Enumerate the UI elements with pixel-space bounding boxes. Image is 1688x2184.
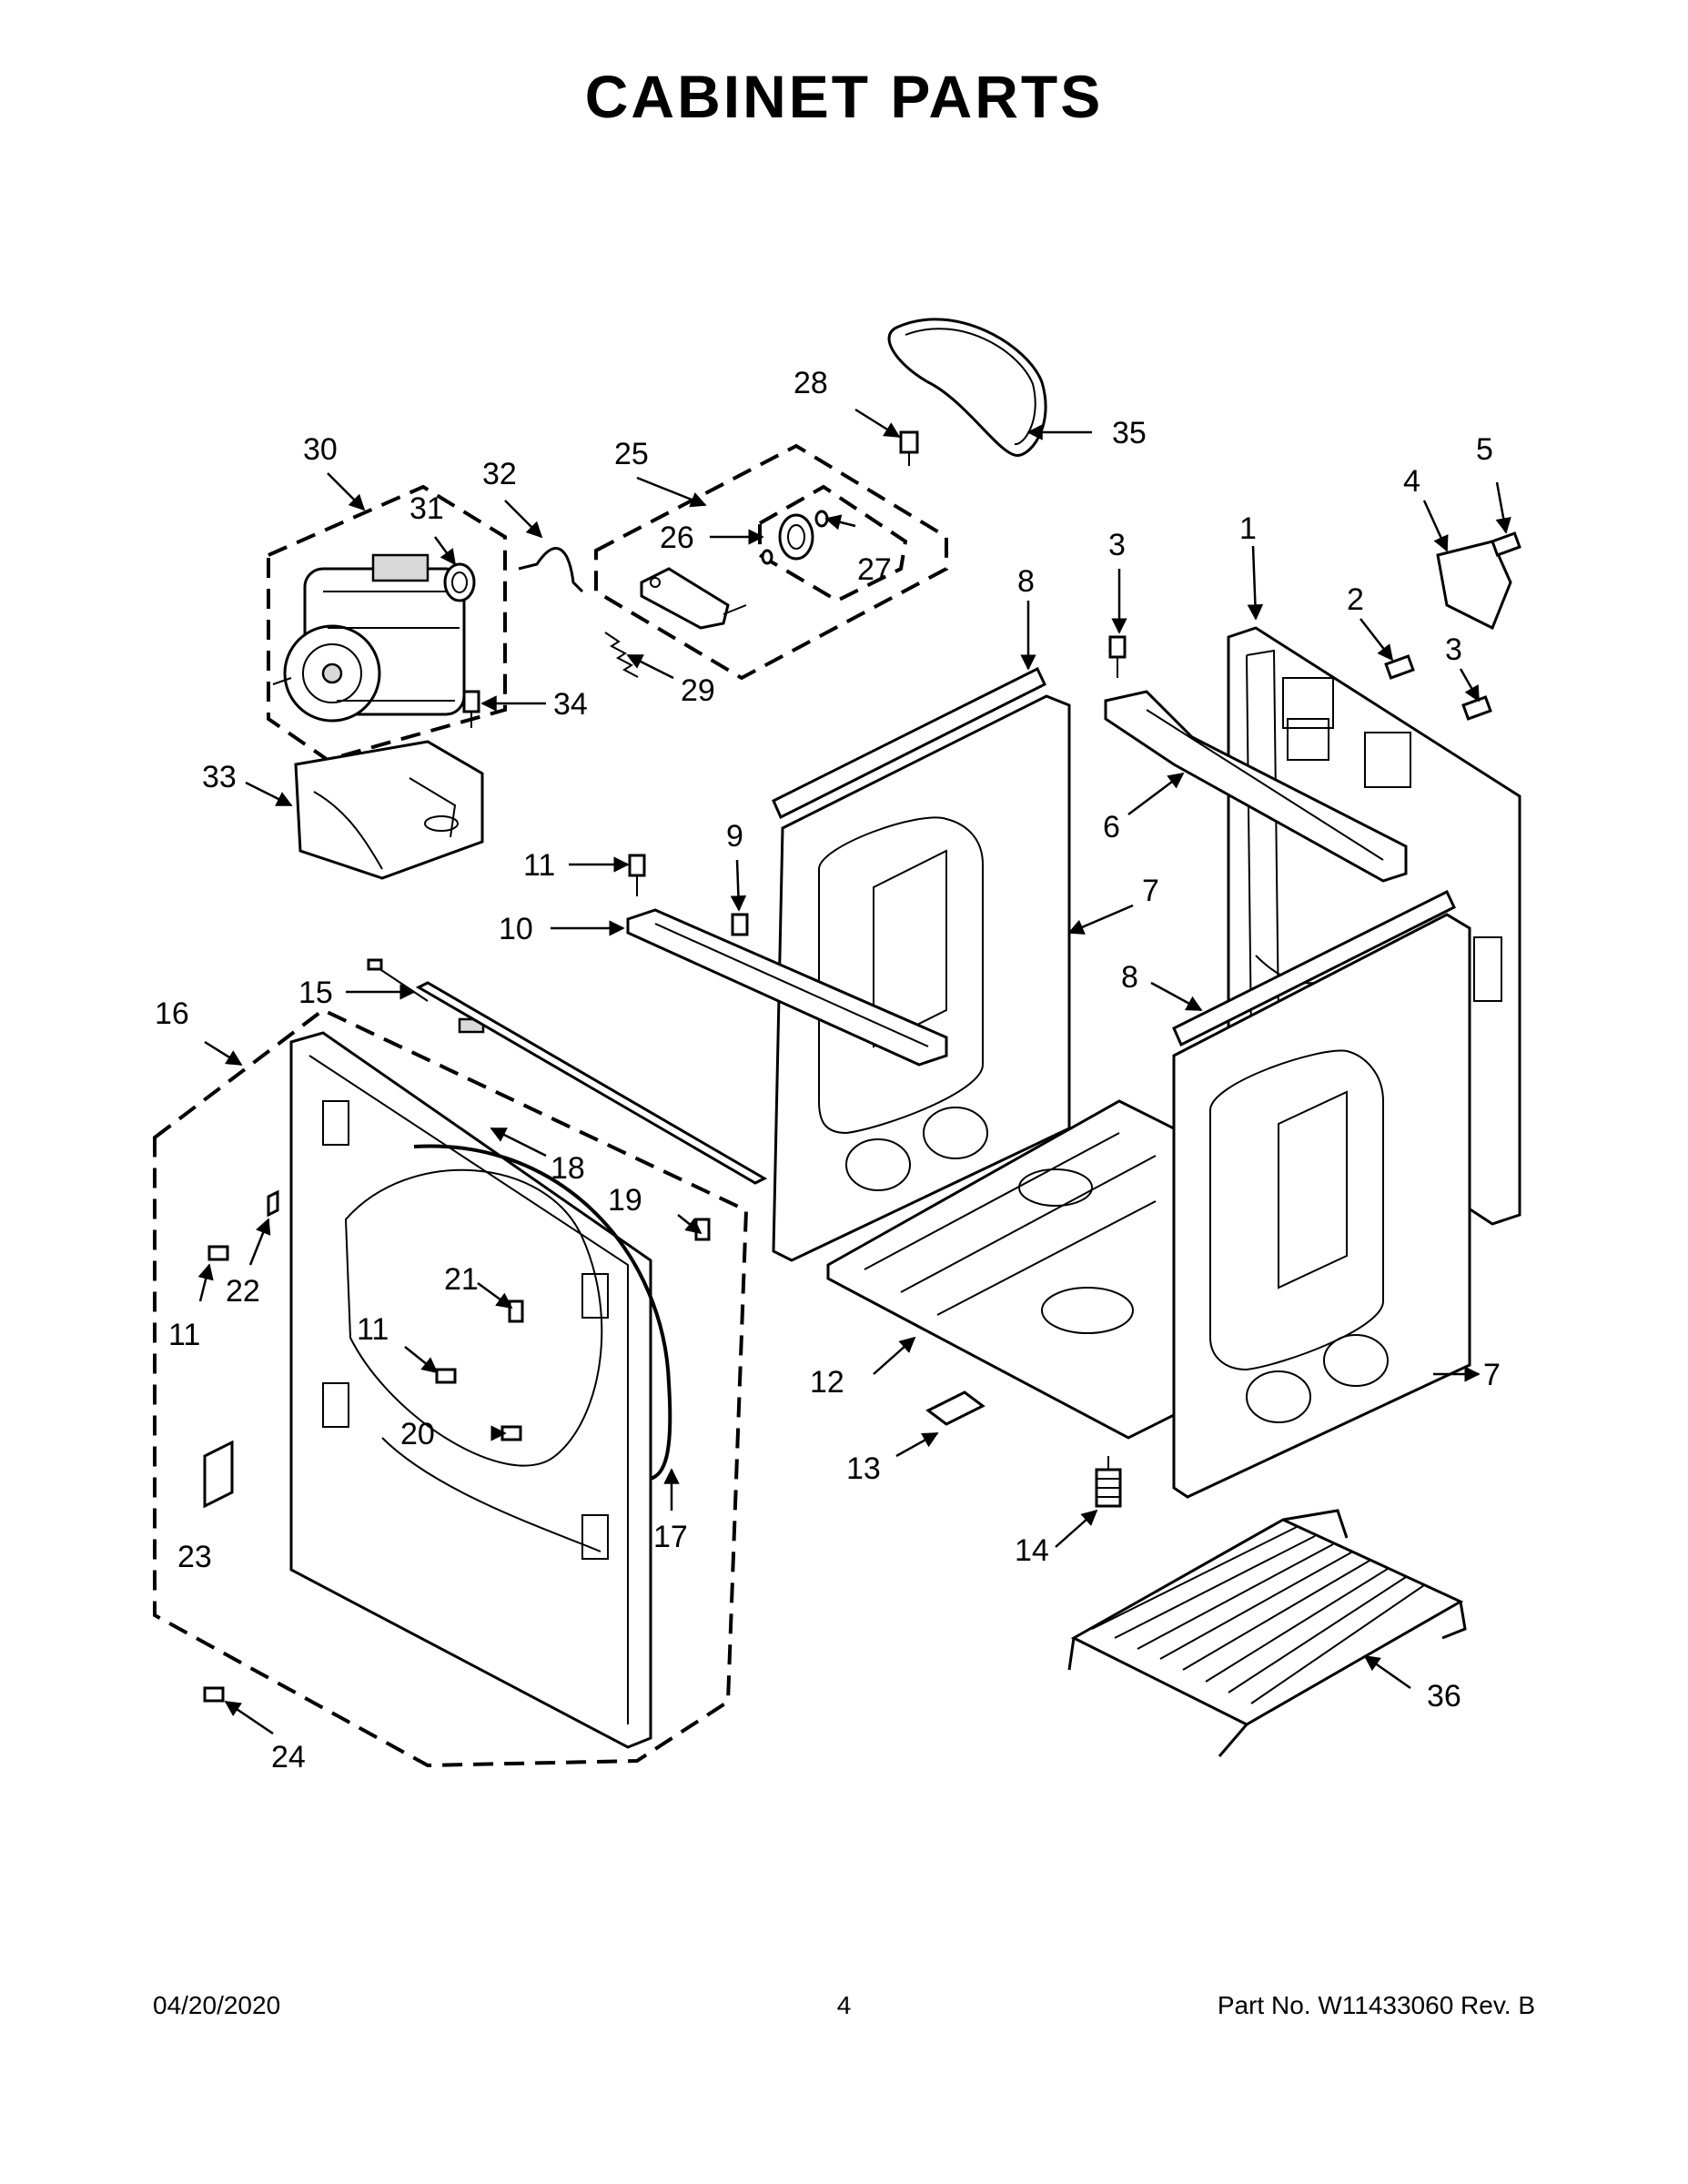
callout-14: 14 [1015, 1533, 1049, 1568]
drying-rack [1067, 1509, 1467, 1757]
callout-19: 19 [608, 1183, 642, 1218]
callout-21: 21 [444, 1262, 479, 1297]
callout-32: 32 [482, 457, 517, 491]
motor-assembly-group [267, 484, 584, 880]
idler-pulley [778, 513, 814, 561]
callout-16: 16 [155, 996, 189, 1031]
idler-pulley-dashed-outline [758, 484, 908, 603]
bottom-screw-24 [203, 1686, 225, 1703]
callout-7-left: 7 [1142, 874, 1159, 908]
leader-lines [197, 408, 1511, 1735]
callout-2: 2 [1347, 582, 1364, 617]
callout-5: 5 [1476, 432, 1493, 467]
crossbrace-screw-11 [628, 854, 646, 896]
callout-26: 26 [660, 521, 694, 555]
cabinet-base [826, 1099, 1176, 1440]
footer-page-number: 4 [836, 1991, 852, 2019]
front-top-rail [415, 981, 768, 1185]
callout-7-right: 7 [1483, 1358, 1501, 1392]
callout-8-right: 8 [1121, 960, 1138, 995]
callout-3-brace: 3 [1108, 528, 1126, 562]
footer-date: 04/20/2020 [153, 1991, 281, 2019]
callout-1: 1 [1239, 511, 1257, 546]
callout-12: 12 [810, 1365, 844, 1400]
idler-assembly-dashed-outline [594, 443, 948, 681]
callout-30: 30 [303, 432, 338, 467]
front-crossbrace [626, 908, 948, 1067]
callout-11-panel: 11 [357, 1312, 389, 1347]
front-panel-dashed-outline [153, 1007, 749, 1768]
motor-mount-bracket [294, 740, 484, 880]
callout-29: 29 [681, 673, 715, 708]
callout-36: 36 [1427, 1679, 1461, 1714]
top-strip-right [1172, 889, 1456, 1047]
callout-15: 15 [298, 976, 333, 1010]
lamp-clip [267, 1189, 279, 1218]
terminal-block-cover [1436, 540, 1512, 631]
page-title: CABINET PARTS [584, 63, 1104, 130]
front-panel-screw-11b [435, 1368, 457, 1384]
callout-27: 27 [857, 552, 892, 587]
drive-belt [887, 318, 1047, 457]
callout-31: 31 [409, 491, 444, 526]
rear-panel-screw-2 [1384, 654, 1415, 680]
callout-28: 28 [793, 366, 828, 400]
leveling-leg [1095, 1456, 1122, 1508]
top-strip-left [772, 666, 1046, 820]
base-glide [925, 1390, 986, 1426]
callout-33: 33 [202, 760, 237, 794]
front-panel [289, 1031, 652, 1749]
callout-6: 6 [1103, 810, 1120, 844]
mount-screw [462, 690, 480, 728]
callout-9: 9 [726, 819, 743, 854]
motor-pulley [443, 562, 476, 602]
model-label [203, 1440, 234, 1509]
rear-panel-screw-3 [1461, 695, 1492, 721]
callout-35: 35 [1112, 416, 1147, 450]
callout-34: 34 [553, 687, 588, 722]
door-catch [508, 1299, 524, 1323]
idler-assembly-group [594, 430, 948, 681]
front-panel-screw-11 [207, 1245, 229, 1261]
idler-spring [604, 632, 639, 678]
crossbrace-screw-9 [731, 913, 749, 936]
callout-24: 24 [271, 1740, 306, 1774]
idler-shaft-screw [899, 430, 919, 466]
callout-18: 18 [551, 1151, 585, 1186]
callout-17: 17 [653, 1520, 688, 1554]
callout-13: 13 [846, 1451, 881, 1486]
callout-labels: 1 2 3 3 5 4 6 7 7 8 8 9 10 11 11 11 12 1… [155, 366, 1501, 1774]
callout-20: 20 [400, 1417, 435, 1451]
door-switch-harness [367, 958, 485, 1034]
callout-11-brace: 11 [523, 848, 555, 883]
idler-clip [761, 510, 829, 565]
motor-assembly-dashed-outline [267, 484, 507, 763]
callout-25: 25 [614, 437, 649, 471]
footer-part-number: Part No. W11433060 Rev. B [1217, 1991, 1535, 2019]
door-seal [413, 1144, 672, 1481]
callout-11-side: 11 [168, 1318, 200, 1352]
crossbrace-screw-3 [1108, 635, 1127, 678]
side-panel-right [1172, 913, 1471, 1499]
callout-10: 10 [499, 912, 533, 946]
callout-4: 4 [1403, 464, 1420, 499]
front-panel-group [153, 958, 749, 1768]
callout-23: 23 [177, 1540, 212, 1574]
idler-arm [640, 567, 747, 630]
drive-motor [272, 553, 466, 723]
callout-22: 22 [226, 1274, 260, 1309]
cover-screw-5 [1491, 531, 1521, 557]
top-crossbrace [1104, 690, 1408, 883]
door-strike [694, 1218, 711, 1241]
callout-8-left: 8 [1017, 564, 1035, 599]
motor-clamp [518, 547, 584, 593]
exploded-parts-diagram: 1 2 3 3 5 4 6 7 7 8 8 9 10 11 11 11 12 1… [153, 318, 1521, 1774]
callout-3-rear: 3 [1445, 632, 1462, 667]
